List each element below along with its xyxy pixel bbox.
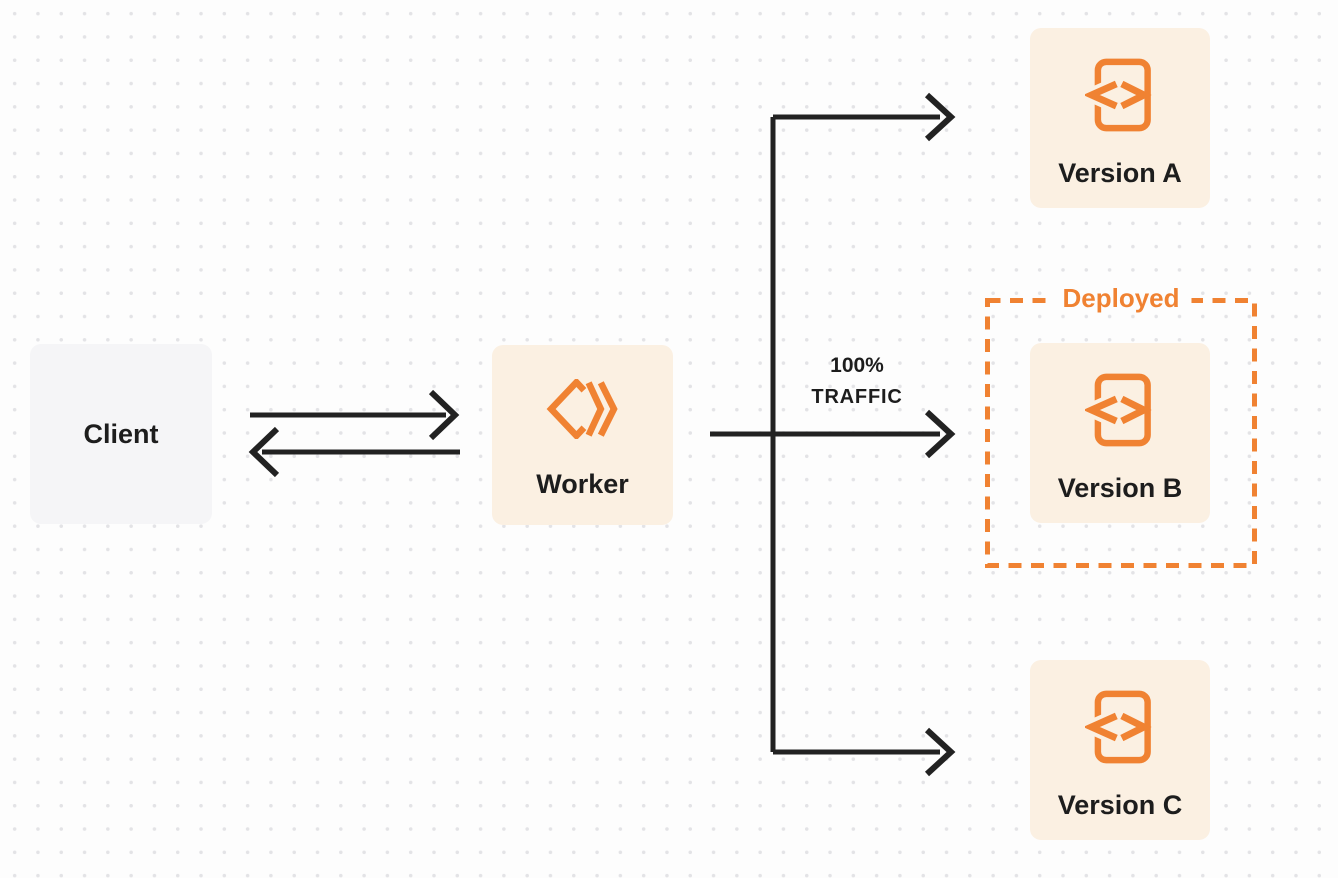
arrow-to-version-c-head bbox=[924, 727, 956, 777]
code-file-icon bbox=[1085, 373, 1152, 447]
client-node: Client bbox=[30, 344, 212, 524]
traffic-annotation: 100% TRAFFIC bbox=[796, 351, 918, 413]
worker-node: Worker bbox=[492, 345, 673, 525]
arrow-to-version-a-head bbox=[924, 92, 956, 142]
deployed-dashed-border bbox=[985, 298, 1257, 568]
worker-label: Worker bbox=[536, 469, 629, 499]
code-file-icon bbox=[1085, 690, 1152, 764]
arrow-client-to-worker-head bbox=[428, 389, 460, 441]
version-c-node: Version C bbox=[1030, 660, 1210, 840]
arrow-worker-to-client-head bbox=[248, 426, 280, 478]
arrow-to-version-b-head bbox=[924, 409, 956, 459]
deployed-boundary: Deployed bbox=[985, 283, 1257, 568]
client-label: Client bbox=[83, 419, 159, 449]
version-b-node: Version B bbox=[1030, 343, 1210, 523]
version-c-label: Version C bbox=[1057, 790, 1183, 820]
code-file-icon bbox=[1085, 58, 1152, 132]
traffic-trunk-line bbox=[710, 117, 940, 752]
cloudflare-workers-icon bbox=[546, 379, 618, 439]
version-a-node: Version A bbox=[1030, 28, 1210, 208]
version-b-label: Version B bbox=[1057, 473, 1183, 503]
version-a-label: Version A bbox=[1058, 158, 1182, 188]
deployed-label: Deployed bbox=[1050, 283, 1192, 313]
traffic-word: TRAFFIC bbox=[811, 386, 903, 408]
traffic-percent: 100% bbox=[830, 354, 884, 377]
